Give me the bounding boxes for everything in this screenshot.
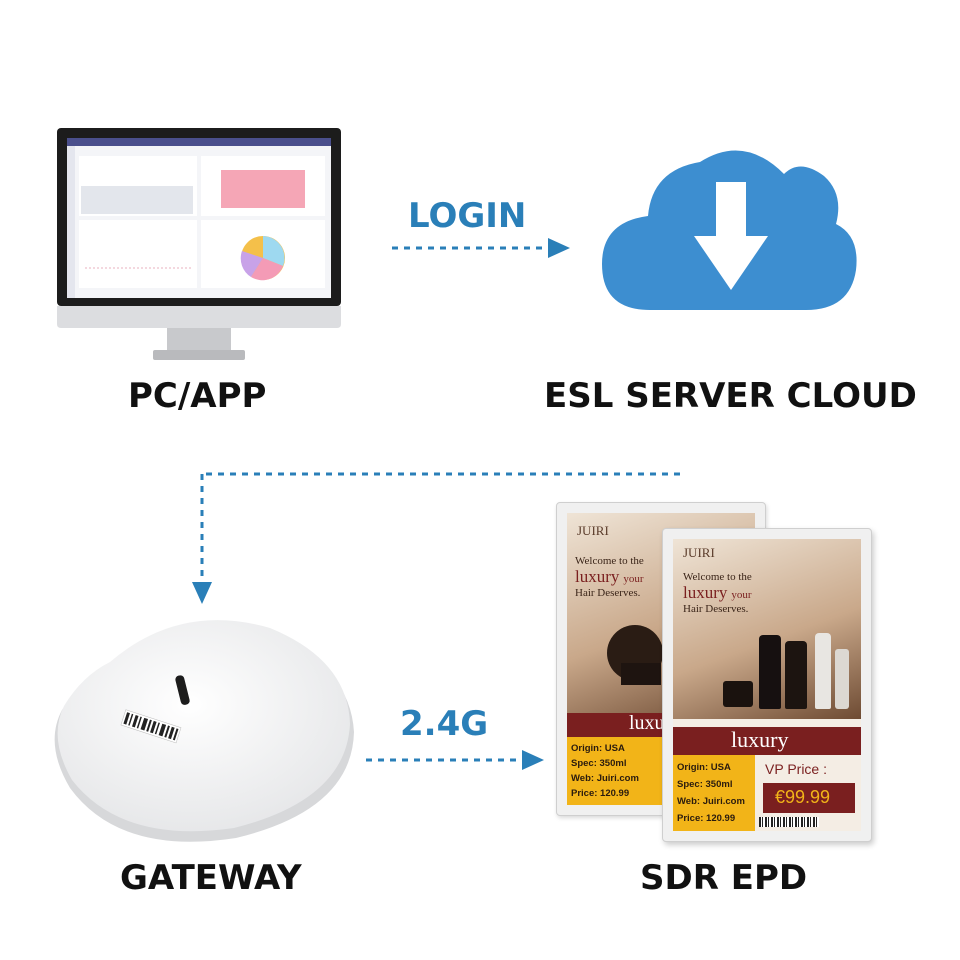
- epd-back-headline-2: luxury: [575, 567, 620, 586]
- gateway-device-illustration: [54, 620, 355, 842]
- epd-back-details: Origin: USA Spec: 350ml Web: Juiri.com P…: [567, 737, 679, 805]
- cloud-label: ESL SERVER CLOUD: [544, 376, 917, 416]
- epd-front-headline-4: Hair Deserves.: [683, 603, 749, 615]
- detail-key: Spec:: [677, 779, 703, 790]
- product-bottle: [835, 649, 849, 709]
- cloud-to-gateway-arrow: [192, 472, 680, 604]
- epd-front-banner-text: luxury: [731, 727, 789, 752]
- detail-key: Price:: [677, 813, 704, 824]
- epd-back-brand: JUIRI: [577, 523, 609, 538]
- pc-monitor-illustration: [57, 128, 341, 360]
- epd-front-banner: luxury: [673, 727, 861, 755]
- epd-front-details: Origin: USA Spec: 350ml Web: Juiri.com P…: [673, 755, 755, 831]
- cloud-download-icon: [602, 150, 857, 310]
- product-jar: [723, 681, 753, 707]
- epd-front-headline-1: Welcome to the: [683, 571, 752, 583]
- detail-key: Web:: [677, 796, 701, 807]
- epd-label: SDR EPD: [640, 858, 808, 898]
- epd-back-headline-3: your: [623, 573, 644, 585]
- wireless-arrow: [366, 750, 544, 770]
- detail-value: Juiri.com: [596, 773, 639, 784]
- login-arrow: [392, 238, 570, 258]
- login-label: LOGIN: [408, 196, 527, 236]
- detail-key: Price:: [571, 788, 598, 799]
- detail-value: USA: [604, 743, 625, 754]
- wireless-label: 2.4G: [400, 704, 489, 744]
- epd-back-headline-1: Welcome to the: [575, 555, 644, 567]
- detail-value: Juiri.com: [702, 796, 745, 807]
- product-bottle: [815, 633, 831, 709]
- epd-front-headline-2: luxury: [683, 583, 728, 602]
- vp-price-value: €99.99: [775, 787, 831, 807]
- epd-back-headline-4: Hair Deserves.: [575, 587, 641, 599]
- detail-key: Origin:: [677, 762, 709, 773]
- vp-price-box: €99.99: [763, 783, 855, 813]
- detail-key: Web:: [571, 773, 595, 784]
- epd-tag-front: JUIRI Welcome to the luxury your Hair De…: [662, 528, 872, 842]
- detail-value: 350ml: [705, 779, 733, 790]
- detail-value: USA: [710, 762, 731, 773]
- barcode: [759, 817, 819, 827]
- detail-key: Origin:: [571, 743, 603, 754]
- epd-front-headline-3: your: [731, 589, 752, 601]
- product-bottle: [785, 641, 807, 709]
- detail-key: Spec:: [571, 758, 597, 769]
- pc-app-label: PC/APP: [128, 376, 267, 416]
- gateway-label: GATEWAY: [120, 858, 302, 898]
- epd-front-brand: JUIRI: [683, 545, 715, 560]
- detail-value: 350ml: [599, 758, 627, 769]
- detail-value: 120.99: [706, 813, 736, 824]
- product-bottle: [759, 635, 781, 709]
- detail-value: 120.99: [600, 788, 630, 799]
- vp-price-label: VP Price :: [765, 761, 827, 777]
